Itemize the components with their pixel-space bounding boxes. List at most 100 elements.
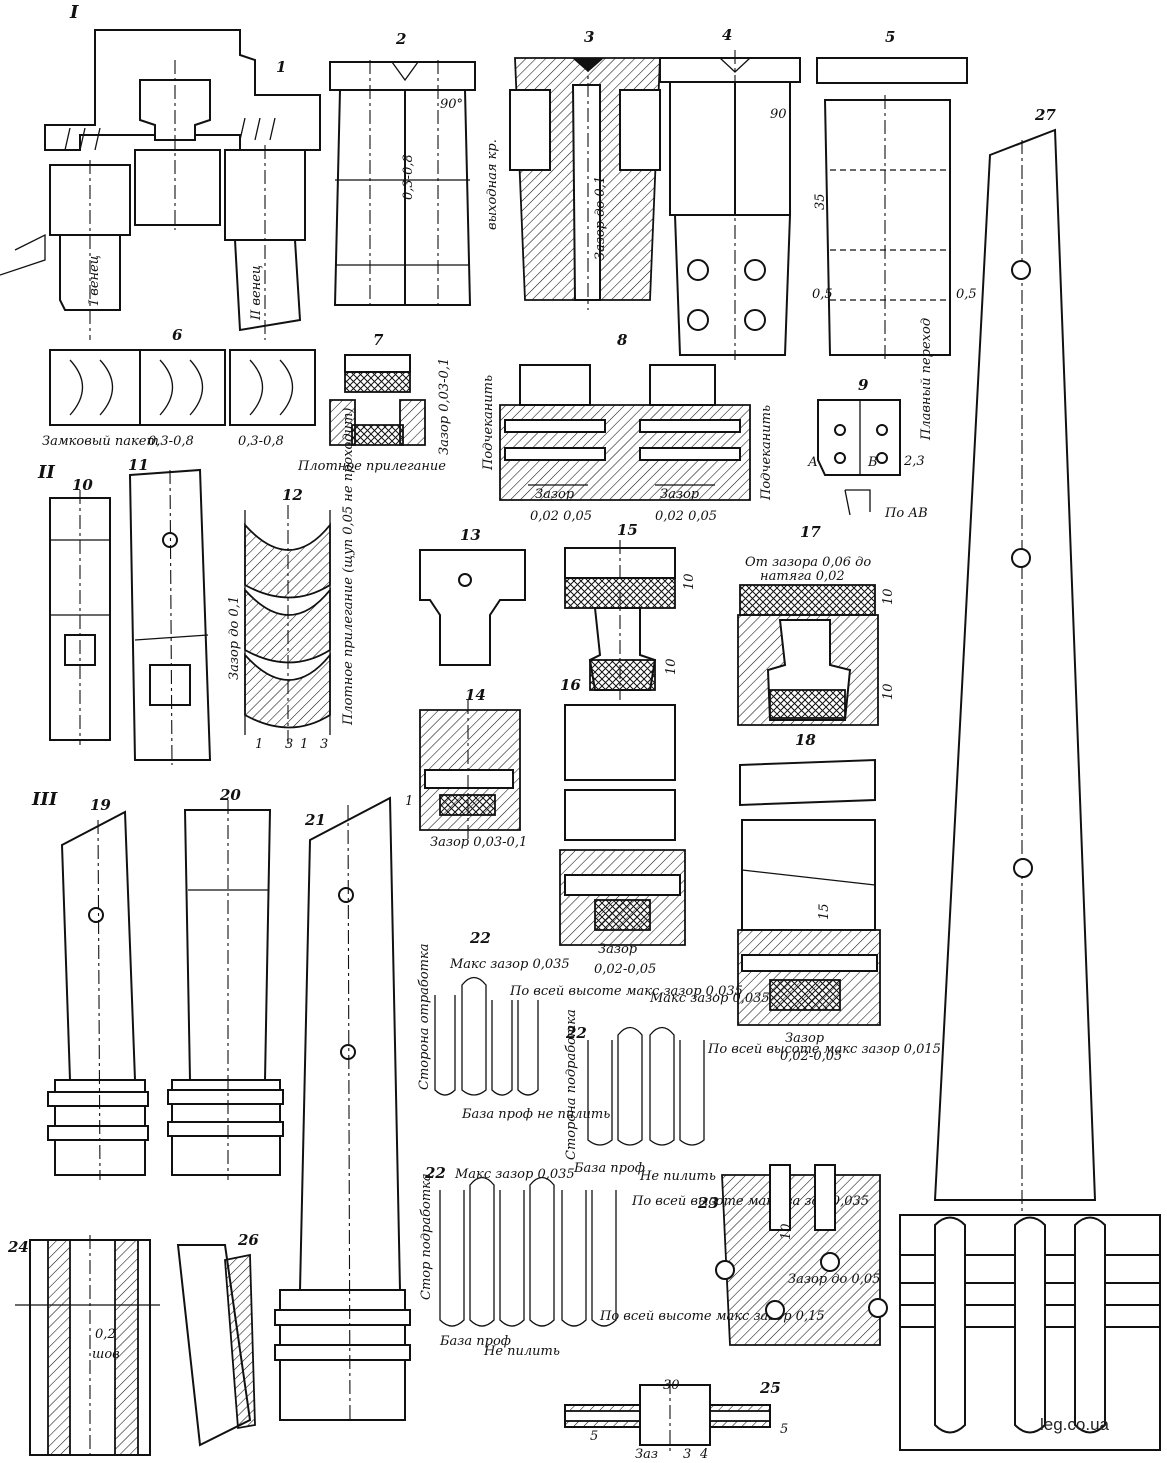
figure-number-9: 9 (858, 376, 869, 394)
figure-13-t-root: 13 (419, 526, 526, 666)
label-baza-fig22b: База проф (573, 1161, 645, 1176)
figure-18-pinned-section: 18 15 Зазор 0,02-0,05 (737, 731, 881, 1064)
label-d15: 15 (817, 903, 832, 920)
label-lock-pack: Замковый пакет (42, 434, 159, 449)
label-n1-a: 1 (255, 737, 263, 752)
figure-number-16: 16 (560, 676, 581, 694)
figure-number-23: 23 (697, 1194, 719, 1212)
label-zazor-fig16-value: 0,02-0,05 (594, 962, 656, 977)
figure-number-8: 8 (617, 331, 628, 349)
figure-number-12: 12 (282, 486, 303, 504)
label-d02: 0,2 (95, 1327, 116, 1342)
label-n3-a: 3 (285, 737, 293, 752)
label-dim-03-08-fig2: 0,3-0,8 (401, 154, 416, 200)
figure-number-10: 10 (72, 476, 93, 494)
figure-number-7: 7 (373, 331, 384, 349)
figure-15-shroud-insert: 15 10 10 (564, 521, 697, 700)
label-storona-fig22: Сторона отработка (417, 943, 432, 1090)
label-d10-e: 10 (779, 1223, 794, 1240)
label-zaz-fig25: Заз (635, 1447, 658, 1462)
label-d10-b: 10 (664, 658, 679, 675)
figure-9-shroud-joint: 9 Плавный переход 2,3 А В По АВ (807, 318, 934, 521)
figure-24-weld-section: 24 0,2 шов (7, 1235, 160, 1460)
label-ot-zazora: От зазора 0,06 до (745, 555, 871, 570)
label-zazor-fig14: Зазор 0,03-0,1 (430, 835, 527, 850)
label-vykhodnaya: выходная кр. (485, 139, 500, 230)
figure-6-lock-pack: 6 Замковый пакет 0,3-0,8 0,3-0,8 (42, 326, 316, 449)
label-n1-c: 1 (405, 794, 413, 809)
figure-27-long-blade: 27 (899, 106, 1161, 1451)
label-po-ab: По АВ (884, 506, 928, 521)
label-venets-1: I венец (87, 255, 102, 306)
label-zazor-fig7: Зазор 0,03-0,1 (437, 358, 452, 455)
figure-number-6: 6 (172, 326, 183, 344)
label-n3-b: 3 (320, 737, 328, 752)
label-zazor-fig12: Зазор до 0,1 (227, 596, 242, 680)
label-zazor-fig23: Зазор до 0,05 (788, 1272, 880, 1287)
label-natyaga: натяга 0,02 (760, 569, 845, 584)
figure-21-long-blade: 21 (274, 796, 411, 1421)
figure-3-welded-section: 3 выходная кр. Зазор до 0,1 (485, 28, 661, 310)
figure-number-3: 3 (584, 28, 594, 46)
label-gap-fig6-a: 0,3-0,8 (148, 434, 194, 449)
figure-number-22-b: 22 (565, 1024, 587, 1042)
section-label-2: II (37, 462, 55, 483)
figure-number-2: 2 (395, 30, 406, 48)
label-maks-fig22: Макс зазор 0,035 (449, 957, 570, 972)
label-zazor-01: Зазор до 0,1 (593, 176, 608, 260)
figure-5-blade-profile: 5 0,5 0,5 35 (812, 28, 977, 360)
label-zazor-fig18: Зазор (785, 1031, 825, 1046)
label-baza-fig22c: База проф (439, 1334, 511, 1349)
label-povsei-fig22: По всей высоте макс зазор 0,035 (509, 984, 743, 999)
label-angle-90-a: 90° (440, 97, 463, 112)
label-zazor-fig8-right: Зазор (660, 487, 700, 502)
label-zazor-fig18-value: 0,02-0,05 (780, 1049, 842, 1064)
figure-26-edge-profile: 26 (176, 1231, 259, 1447)
label-zazor-fig16: Зазор (598, 942, 638, 957)
label-venets-2: II венец (249, 265, 264, 321)
label-nepilit-fig22c: Не пилить (483, 1344, 560, 1359)
label-zazor-fig8-left: Зазор (535, 487, 575, 502)
label-d5-b: 5 (780, 1422, 788, 1437)
figure-22-fork-profile-b: 22 Макс зазор 0,035 По всей высоте макс … (564, 991, 941, 1184)
figure-number-17: 17 (800, 523, 821, 541)
label-dim-05-b: 0,5 (956, 287, 977, 302)
watermark: leg.co.ua (1040, 1415, 1110, 1434)
label-point-a: А (807, 455, 818, 470)
figure-2-blade-pair: 2 90° 0,3-0,8 (329, 30, 476, 310)
label-podchekanit-left: Подчеканить (481, 375, 496, 471)
label-d10-c: 10 (881, 588, 896, 605)
figure-number-20: 20 (219, 786, 241, 804)
figure-number-13: 13 (460, 526, 481, 544)
figure-number-27: 27 (1034, 106, 1056, 124)
label-n1-b: 1 (300, 737, 308, 752)
figure-4-blade-with-pins: 4 90 (659, 26, 801, 360)
figure-number-15: 15 (617, 521, 638, 539)
figure-number-22-a: 22 (469, 929, 491, 947)
label-d3: 3 (683, 1447, 691, 1462)
label-d10-d: 10 (881, 683, 896, 700)
label-dim-05-a: 0,5 (812, 287, 833, 302)
figure-16-pinned-section: 16 Зазор 0,02-0,05 (559, 676, 686, 977)
figure-number-18: 18 (795, 731, 816, 749)
label-dim-23: 2,3 (903, 454, 925, 469)
label-plavny-perekhod: Плавный переход (919, 318, 934, 441)
label-d30: 30 (663, 1378, 680, 1393)
label-gap-fig6-b: 0,3-0,8 (238, 434, 284, 449)
label-maks-fig22b: Макс зазор 0,035 (649, 991, 770, 1006)
figure-number-4: 4 (722, 26, 732, 44)
label-povsei-fig22b: По всей высоте макс зазор 0,015 (707, 1042, 941, 1057)
figure-number-1: 1 (276, 58, 286, 76)
label-storona-fig22c: Стор подработка (419, 1173, 434, 1300)
figure-number-24: 24 (7, 1238, 29, 1256)
figure-7-root-fit: 7 Зазор 0,03-0,1 Плотное прилегание (297, 331, 452, 474)
figure-19-blade-forked-root: 19 (47, 796, 149, 1181)
label-baza-fig22: База проф не пилить (461, 1107, 610, 1122)
label-shov: шов (92, 1347, 120, 1362)
figure-20-blade-forked-root: 20 (167, 786, 284, 1180)
figure-1-disc-rim: 1 I венец II венец (0, 29, 321, 340)
figure-14-pin-section: 14 1 Зазор 0,03-0,1 (405, 686, 527, 850)
label-plotnoe-fig12: Плотное прилегание (щуп 0,05 не проходит… (341, 408, 356, 726)
label-podchekanit-right: Подчеканить (759, 405, 774, 501)
